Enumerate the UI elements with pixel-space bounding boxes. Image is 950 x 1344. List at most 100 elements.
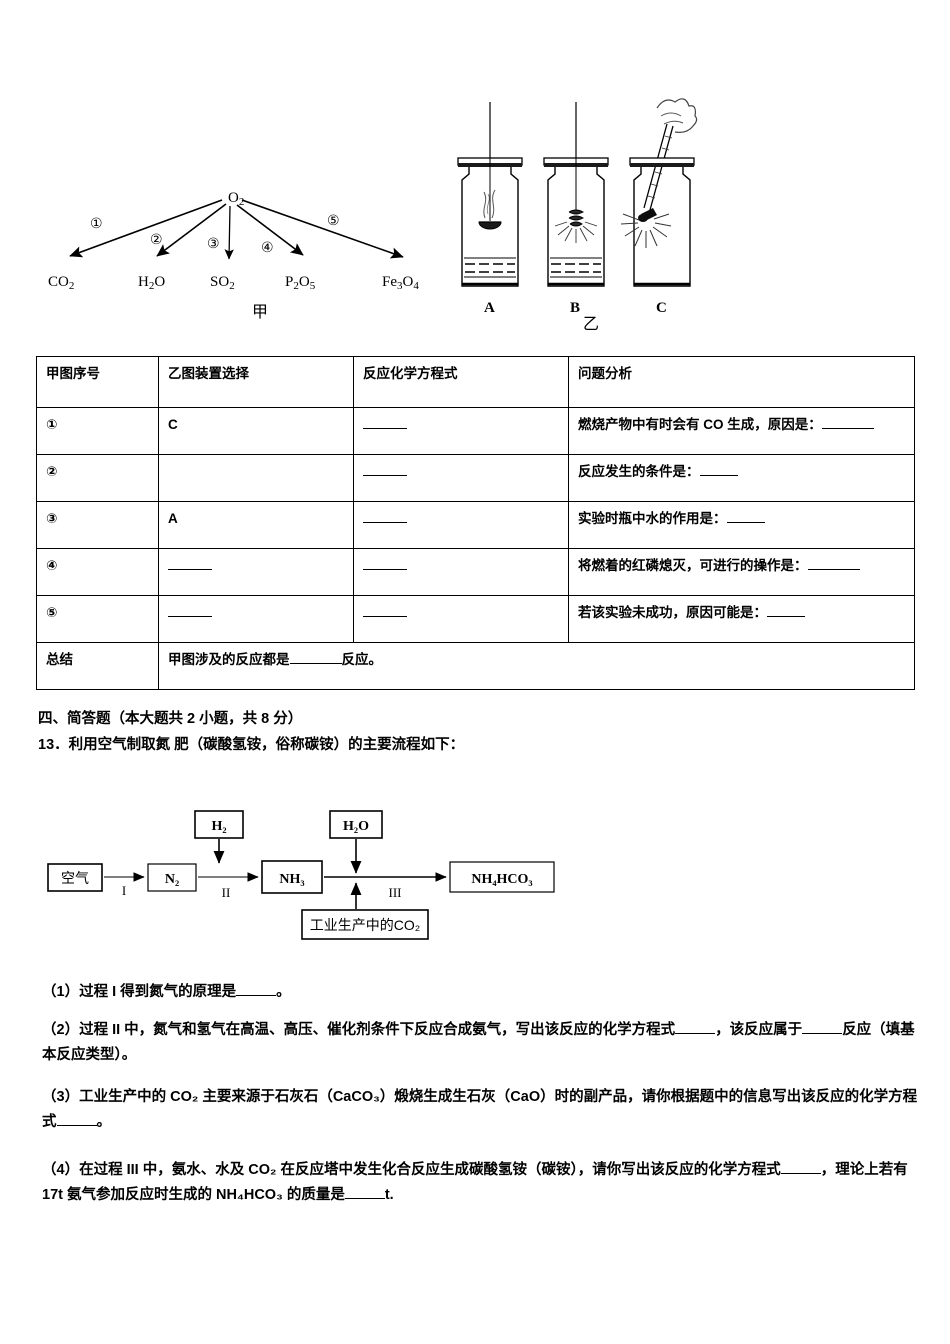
answer-blank[interactable] — [802, 1021, 843, 1034]
gas-jar-a-label: A — [484, 300, 495, 316]
question-text: ，该反应属于 — [715, 1022, 803, 1038]
jia-caption: 甲 — [252, 304, 268, 321]
ammonium-bicarbonate-flowchart: 空气 I N₂ H₂ II NH₃ H₂O 工业生产中的CO₂ — [40, 805, 570, 955]
device-blank[interactable] — [168, 558, 212, 570]
row-equation[interactable] — [353, 501, 569, 549]
row-device[interactable] — [158, 454, 354, 502]
summary-label: 总结 — [36, 642, 159, 690]
flow-step-iii: III — [389, 885, 402, 900]
flow-step-i: I — [122, 883, 126, 898]
flow-box-co2 — [301, 909, 429, 940]
jia-branch-num-5: ⑤ — [327, 213, 340, 229]
row-analysis[interactable]: 实验时瓶中水的作用是： — [568, 501, 915, 549]
col-header-device: 乙图装置选择 — [158, 356, 354, 408]
gas-jar-b-label: B — [570, 300, 580, 316]
jia-product-1: CO2 — [48, 274, 74, 292]
flow-box-nh3 — [261, 860, 323, 894]
flow-box-product — [449, 861, 555, 893]
answer-blank[interactable] — [780, 1161, 821, 1174]
jia-branch-num-2: ② — [150, 232, 163, 248]
flow-box-h2 — [194, 810, 244, 839]
yi-apparatus-diagram: A — [445, 90, 735, 330]
row-index: ② — [36, 454, 159, 502]
row-equation[interactable] — [353, 454, 569, 502]
row-equation[interactable] — [353, 595, 569, 643]
col-header-equation: 反应化学方程式 — [353, 356, 569, 408]
question-text: 反应（填基本反应类型）。 — [42, 1022, 915, 1064]
question-13-stem: 13．利用空气制取氮 肥（碳酸氢铵，俗称碳铵）的主要流程如下： — [38, 737, 465, 753]
question-text: 。 — [276, 984, 291, 1000]
answer-blank[interactable] — [675, 1021, 716, 1034]
question-1: （1）过程 I 得到氮气的原理是 。 — [42, 980, 291, 1005]
row-analysis[interactable]: 反应发生的条件是： — [568, 454, 915, 502]
question-text: t. — [384, 1187, 394, 1204]
flow-box-h2-label: H₂ — [211, 819, 226, 834]
summary-text-after: 反应。 — [341, 652, 383, 667]
answer-blank[interactable] — [344, 1186, 385, 1200]
answer-blank[interactable] — [56, 1113, 97, 1127]
row-device: A — [158, 501, 354, 549]
flow-box-air — [47, 863, 103, 892]
flow-box-n2 — [147, 863, 197, 892]
gas-jar-b: B — [543, 102, 609, 316]
flow-box-product-label: NH₄HCO₃ — [471, 872, 532, 887]
analysis-blank[interactable] — [699, 464, 738, 476]
row-analysis[interactable]: 将燃着的红磷熄灭，可进行的操作是： — [568, 548, 915, 596]
analysis-blank[interactable] — [807, 558, 860, 570]
equation-blank[interactable] — [363, 511, 407, 523]
summary-text-before: 甲图涉及的反应都是 — [168, 652, 290, 667]
flow-box-h2o-label: H₂O — [343, 819, 369, 834]
question-text: 。 — [96, 1114, 112, 1131]
flow-box-air-label: 空气 — [61, 870, 89, 886]
analysis-blank[interactable] — [726, 511, 765, 523]
equation-blank[interactable] — [363, 558, 407, 570]
table-header-row: 甲图序号 乙图装置选择 反应化学方程式 问题分析 — [36, 356, 915, 408]
row-analysis[interactable]: 燃烧产物中有时会有 CO 生成，原因是： — [568, 407, 915, 455]
table-row: ④ 将燃着的红磷熄灭，可进行的操作是： — [36, 548, 915, 596]
jia-arrow-3 — [224, 205, 234, 260]
row-analysis[interactable]: 若该实验未成功，原因可能是： — [568, 595, 915, 643]
row-index: ① — [36, 407, 159, 455]
equation-blank[interactable] — [363, 605, 407, 617]
jia-branch-num-3: ③ — [207, 236, 220, 252]
jia-arrow-2 — [156, 203, 227, 257]
table-row: ⑤ 若该实验未成功，原因可能是： — [36, 595, 915, 643]
table-row: ③ A 实验时瓶中水的作用是： — [36, 501, 915, 549]
col-header-analysis: 问题分析 — [568, 356, 915, 408]
flow-box-h2o — [329, 810, 383, 839]
row-equation[interactable] — [353, 407, 569, 455]
equation-blank[interactable] — [363, 417, 407, 429]
col-header-index: 甲图序号 — [36, 356, 159, 408]
section-heading: 四、简答题（本大题共 2 小题，共 8 分） — [38, 711, 303, 727]
summary-blank[interactable] — [289, 652, 342, 664]
question-2: （2）过程 II 中，氮气和氢气在高温、高压、催化剂条件下反应合成氨气，写出该反… — [42, 1018, 922, 1069]
gas-jar-c-label: C — [656, 300, 667, 316]
jia-arrow-4 — [236, 204, 304, 256]
row-device[interactable] — [158, 595, 354, 643]
summary-cell[interactable]: 甲图涉及的反应都是 反应。 — [158, 642, 915, 690]
row-device[interactable] — [158, 548, 354, 596]
analysis-blank[interactable] — [821, 417, 874, 429]
jia-product-5: Fe3O4 — [382, 274, 419, 292]
answer-blank[interactable] — [236, 983, 277, 996]
question-text: ，理论上若有 17t 氨气参加反应时生成的 NH₄HCO₃ 的质量是 — [42, 1162, 908, 1204]
analysis-text: 燃烧产物中有时会有 CO 生成，原因是： — [578, 417, 822, 432]
device-blank[interactable] — [168, 605, 212, 617]
jia-center-label: O2 — [228, 190, 244, 208]
row-equation[interactable] — [353, 548, 569, 596]
flow-box-nh3-label: NH₃ — [279, 872, 304, 887]
equation-blank[interactable] — [363, 464, 407, 476]
analysis-text: 将燃着的红磷熄灭，可进行的操作是： — [578, 558, 808, 573]
jia-arrow-5 — [241, 199, 404, 259]
gas-jar-c: C — [620, 98, 698, 316]
analysis-blank[interactable] — [767, 605, 805, 617]
question-text: （4）在过程 III 中，氨水、水及 CO₂ 在反应塔中发生化合反应生成碳酸氢铵… — [42, 1162, 781, 1178]
table-row: ① C 燃烧产物中有时会有 CO 生成，原因是： — [36, 407, 915, 455]
question-text: （1）过程 I 得到氮气的原理是 — [42, 984, 237, 1000]
question-text: （2）过程 II 中，氮气和氢气在高温、高压、催化剂条件下反应合成氨气，写出该反… — [42, 1022, 676, 1038]
row-index: ③ — [36, 501, 159, 549]
row-index: ④ — [36, 548, 159, 596]
question-3: （3）工业生产中的 CO₂ 主要来源于石灰石（CaCO₃）煅烧生成生石灰（CaO… — [42, 1085, 922, 1136]
question-text: （3）工业生产中的 CO₂ 主要来源于石灰石（CaCO₃）煅烧生成生石灰（CaO… — [42, 1089, 918, 1131]
analysis-text: 实验时瓶中水的作用是： — [578, 511, 727, 526]
